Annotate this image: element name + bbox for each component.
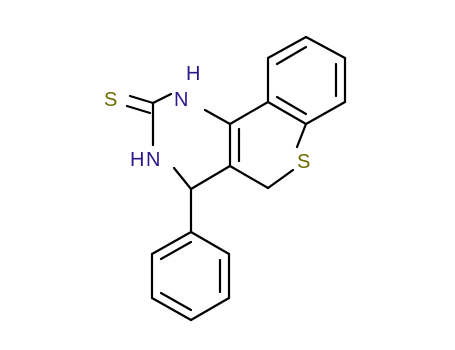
benzo-ring (266, 35, 347, 126)
bond (151, 92, 173, 105)
bond (150, 296, 193, 322)
bond (304, 100, 347, 126)
thione-bond (125, 94, 155, 115)
double-bond-inner (159, 291, 193, 312)
n1-hydrogen-label: H (186, 63, 200, 85)
double-bond-inner (159, 240, 193, 261)
bond (304, 35, 347, 60)
double-bond-inner (275, 95, 308, 116)
bond (189, 230, 231, 256)
bond (295, 122, 308, 149)
n3-hydrogen-label: H (130, 149, 144, 171)
ring-sulfur-label: S (297, 151, 310, 173)
double-bond (125, 104, 152, 115)
double-bond-inner (275, 45, 308, 66)
phenyl-ring (150, 187, 231, 322)
bond (150, 230, 193, 256)
bond (228, 164, 270, 190)
n3-nitrogen-label: N (146, 149, 160, 171)
n1-nitrogen-label: N (174, 89, 188, 111)
bond (266, 35, 308, 60)
bond (203, 108, 232, 126)
thiopyran-ring (228, 100, 308, 190)
pyrimidine-ring (151, 92, 232, 191)
double-bond (128, 94, 155, 105)
bond (172, 166, 193, 191)
bond (189, 296, 231, 322)
bond (228, 100, 270, 126)
bond (266, 100, 308, 126)
bond (189, 164, 232, 191)
thione-sulfur-label: S (104, 89, 117, 111)
bond (266, 168, 295, 190)
